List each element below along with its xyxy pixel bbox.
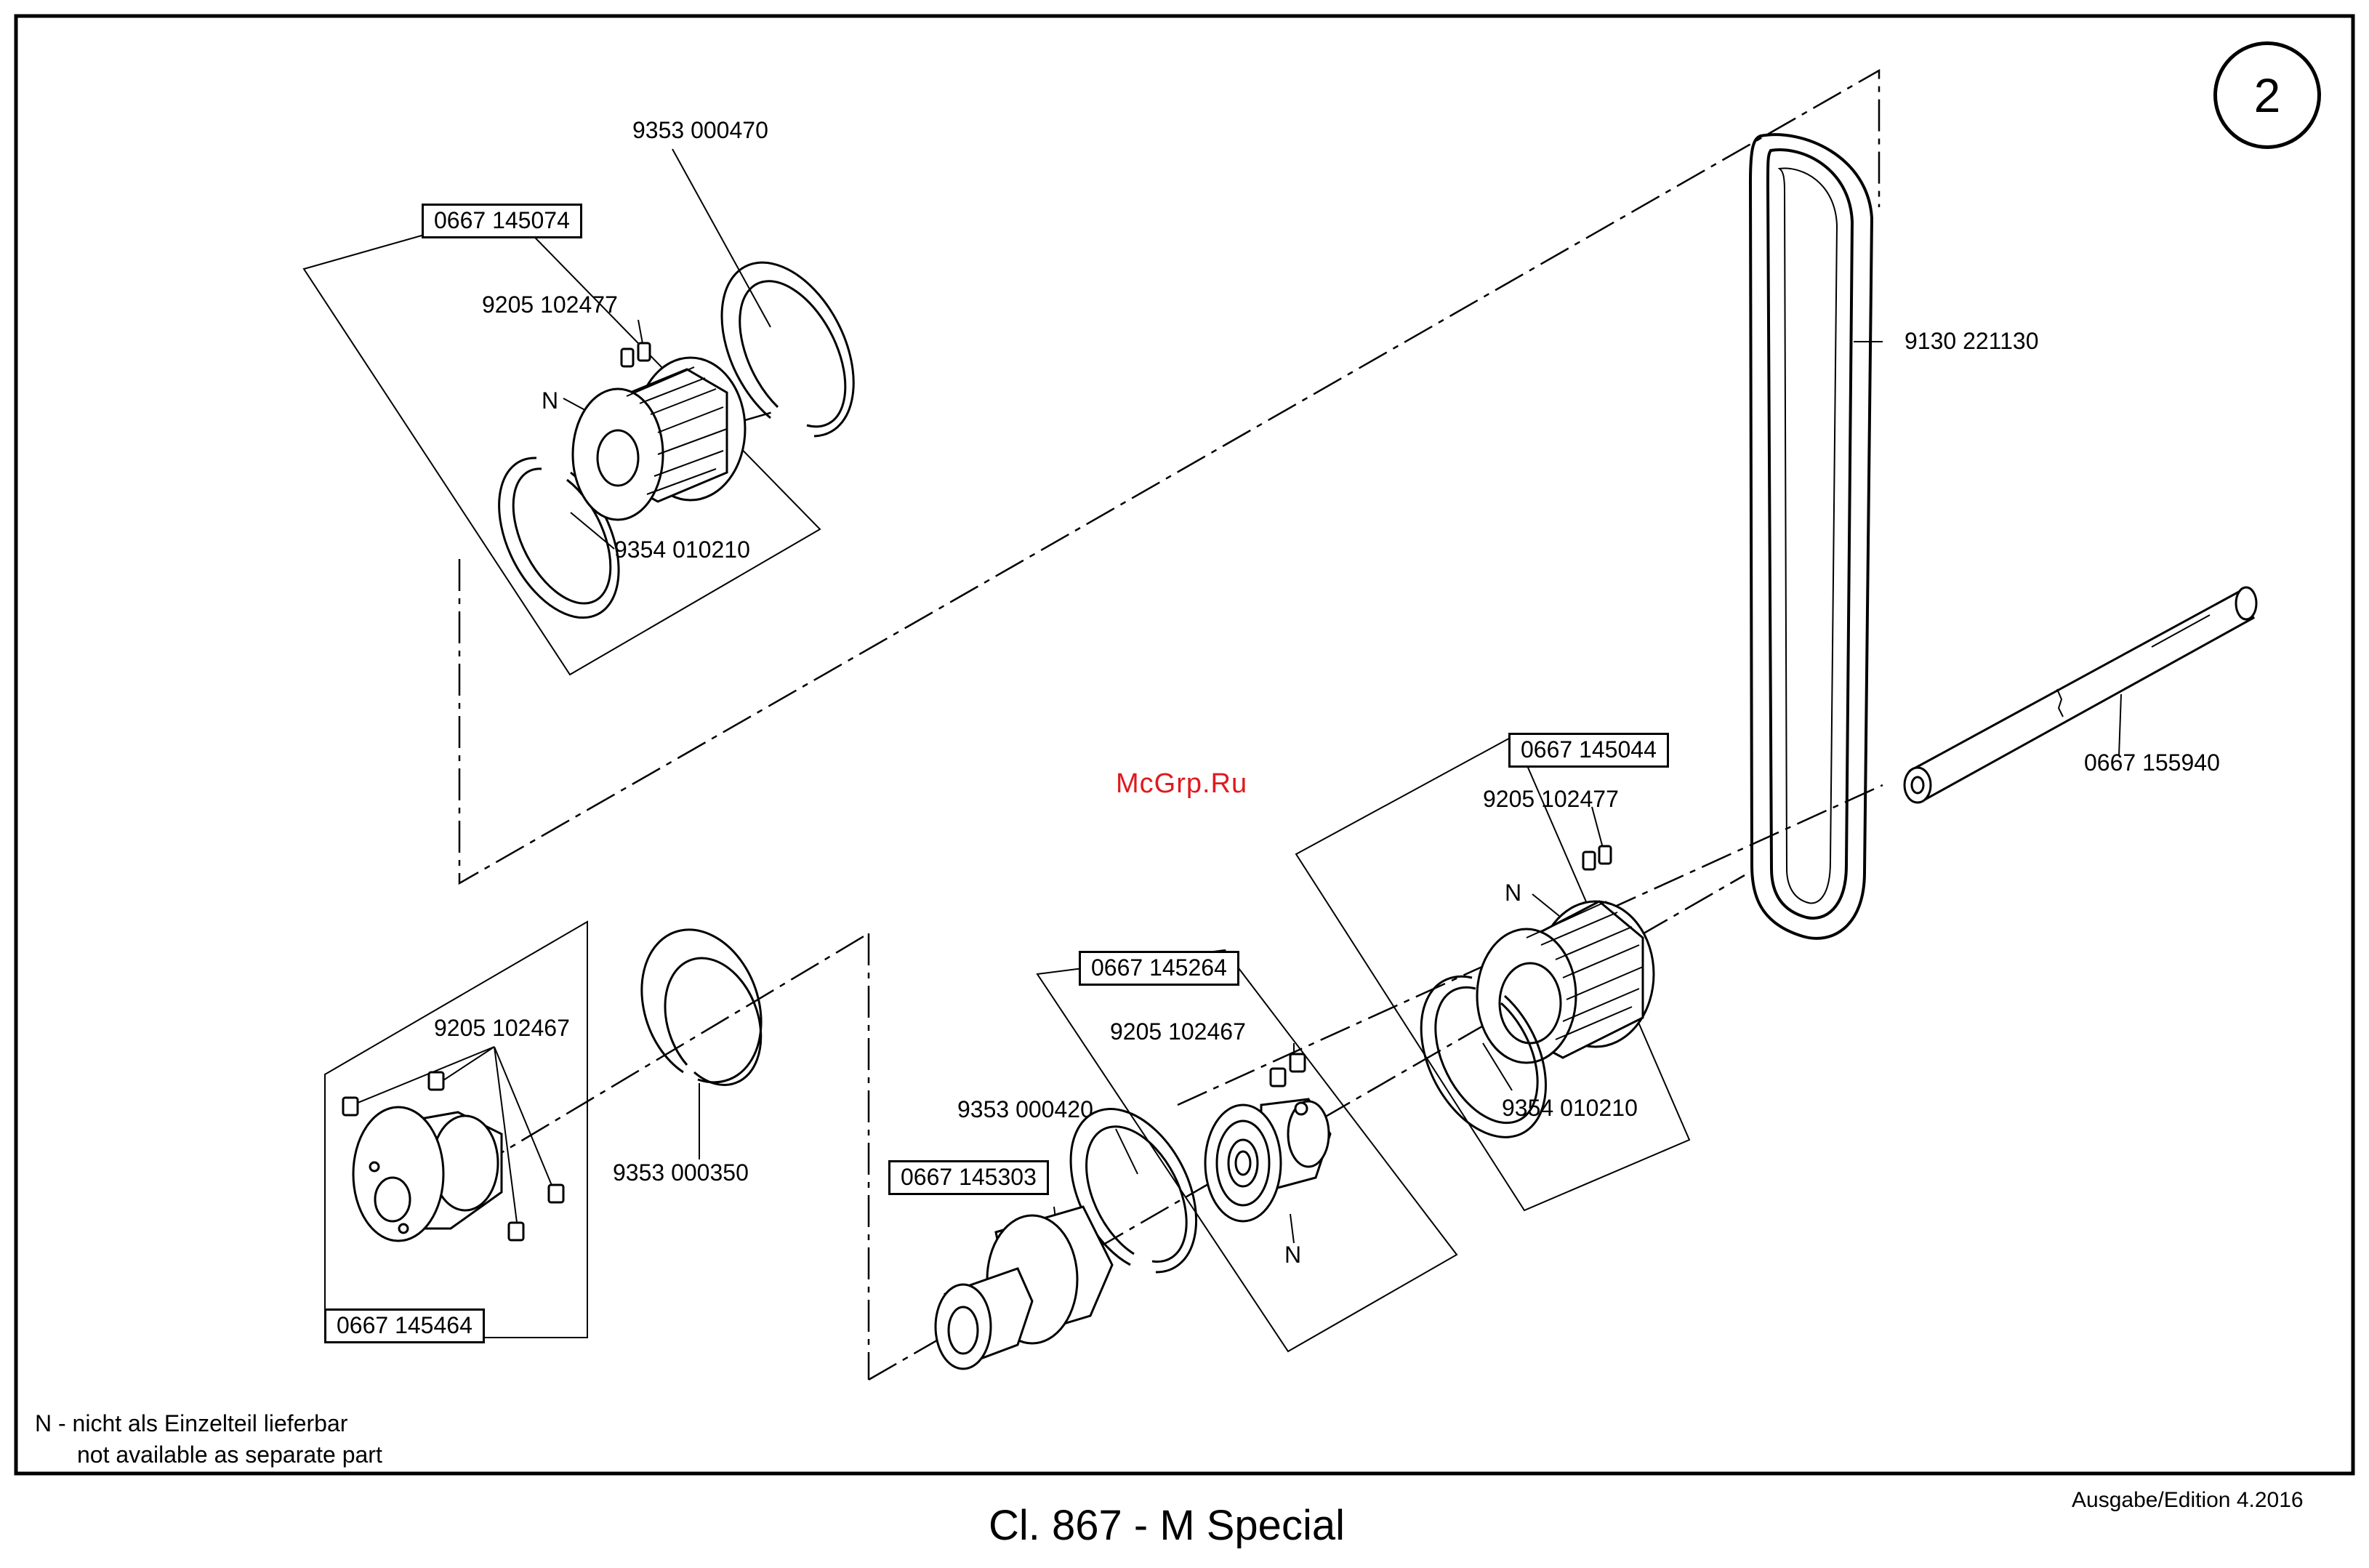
assembly-label-bearing-unit: 0667 145264 [1079,951,1239,986]
snap-ring-lower [1420,975,1547,1138]
assembly-label-bushing: 0667 145303 [888,1160,1049,1195]
circlip-upper [720,261,855,438]
footnote-line-de: N - nicht als Einzelteil lieferbar [35,1410,348,1436]
part-label-n-bearing: N [1284,1242,1302,1268]
explode-lines [386,68,1883,1381]
assembly-label-hub: 0667 145464 [324,1308,485,1343]
part-label-screw-bearing: 9205 102467 [1110,1018,1246,1045]
part-label-snap-lower: 9354 010210 [1502,1095,1638,1121]
snap-ring-upper [498,457,620,619]
part-label-n-lower: N [1505,880,1522,906]
part-label-screw-hub: 9205 102467 [434,1015,570,1041]
toothed-pulley-upper [571,342,747,521]
circlip-hub [640,928,763,1086]
part-label-ring-hub: 9353 000350 [613,1159,749,1186]
drawing-title: Cl. 867 - M Special [989,1502,1345,1549]
drawing-frame [14,14,2355,1476]
timing-belt [1748,133,1874,940]
part-label-ring-bearing: 9353 000420 [957,1096,1093,1122]
part-label-shaft: 0667 155940 [2084,749,2220,776]
assembly-label-lower-pulley: 0667 145044 [1508,733,1669,768]
part-label-belt: 9130 221130 [1905,328,2039,354]
page-number: 2 [2253,68,2281,122]
part-label-ring-upper: 9353 000470 [632,117,768,143]
footnote: N - nicht als Einzelteil lieferbar not a… [35,1408,382,1471]
edition-label: Ausgabe/Edition 4.2016 [2072,1488,2304,1512]
part-label-n-upper: N [542,387,559,414]
toothed-pulley-lower [1476,845,1655,1064]
part-label-screw-upper: 9205 102477 [482,292,618,318]
bearing-unit [1204,1053,1332,1223]
hub [342,1071,565,1242]
footnote-line-en: not available as separate part [77,1442,382,1468]
bushing [934,1205,1114,1370]
part-label-screw-lower: 9205 102477 [1483,786,1619,812]
shaft [1903,586,2258,804]
part-label-snap-upper: 9354 010210 [614,536,750,563]
assembly-label-upper-pulley: 0667 145074 [422,204,582,238]
page-number-badge: 2 [2213,41,2321,149]
watermark-text: McGrp.Ru [1116,768,1248,799]
